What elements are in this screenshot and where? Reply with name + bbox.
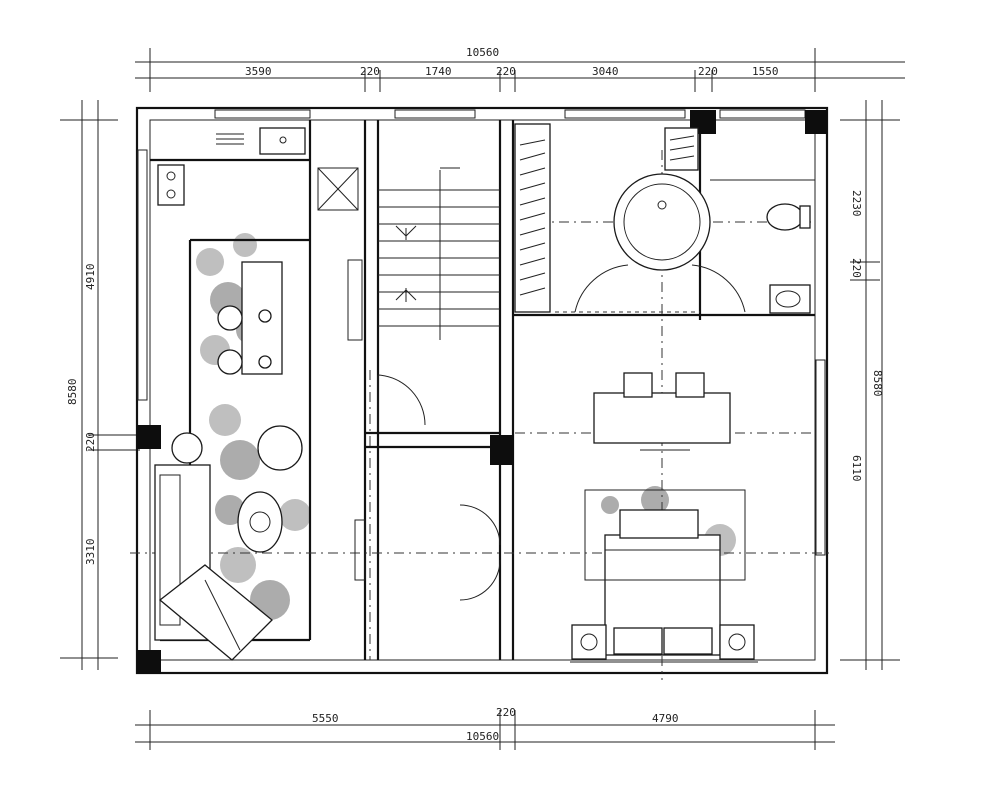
structural-columns (137, 110, 827, 674)
bar-stool (217, 305, 243, 331)
dim-bottom-overall: 10560 (466, 730, 499, 743)
dim-top-overall: 10560 (466, 46, 499, 59)
windows (137, 109, 826, 556)
bedroom-rug (584, 489, 746, 581)
left-dimension-lines (60, 100, 140, 670)
top-dimension-lines (135, 48, 905, 92)
right-dimension-lines (840, 100, 900, 670)
dim-top-seg-2: 220 (360, 65, 380, 78)
bottom-dimension-lines (135, 710, 835, 750)
duct-shaft (317, 167, 359, 211)
washbasin-icon (769, 284, 811, 314)
dim-top-seg-4: 220 (496, 65, 516, 78)
closet-rail (664, 127, 699, 171)
dim-left-seg-3: 3310 (84, 539, 97, 566)
dim-bottom-seg-2: 220 (496, 706, 516, 719)
dining-table (593, 372, 731, 451)
dim-right-seg-2: 220 (850, 258, 863, 278)
round-side-table (171, 432, 203, 464)
staircase (378, 167, 500, 340)
dim-left-overall: 8580 (66, 379, 79, 406)
bar-stool (217, 349, 243, 375)
range-hood-icon (216, 133, 244, 145)
dim-bottom-seg-3: 4790 (652, 712, 679, 725)
round-bathtub (613, 173, 711, 271)
nightstands (571, 624, 755, 660)
lounge-chair (158, 564, 273, 661)
toilet-icon (766, 203, 811, 231)
dim-left-seg-1: 4910 (84, 264, 97, 291)
dim-top-seg-3: 1740 (425, 65, 452, 78)
dim-top-seg-1: 3590 (245, 65, 272, 78)
sink (259, 127, 306, 155)
doors (347, 259, 746, 601)
dim-right-overall: 8580 (871, 370, 884, 397)
dim-top-seg-6: 220 (698, 65, 718, 78)
bed (604, 509, 721, 656)
wardrobe (514, 123, 551, 313)
island-sink-icon-2 (258, 355, 272, 369)
exterior-walls (135, 106, 829, 675)
kitchen-zone (154, 127, 359, 661)
dim-left-seg-2: 220 (84, 432, 97, 452)
dim-right-seg-3: 6110 (850, 455, 863, 482)
cooktop (157, 164, 185, 206)
oval-coffee-table (237, 491, 283, 553)
island-sink-icon (258, 309, 272, 323)
dim-bottom-seg-1: 5550 (312, 712, 339, 725)
dim-right-seg-1: 2230 (850, 190, 863, 217)
round-table (257, 425, 303, 471)
dim-top-seg-7: 1550 (752, 65, 779, 78)
dim-top-seg-5: 3040 (592, 65, 619, 78)
